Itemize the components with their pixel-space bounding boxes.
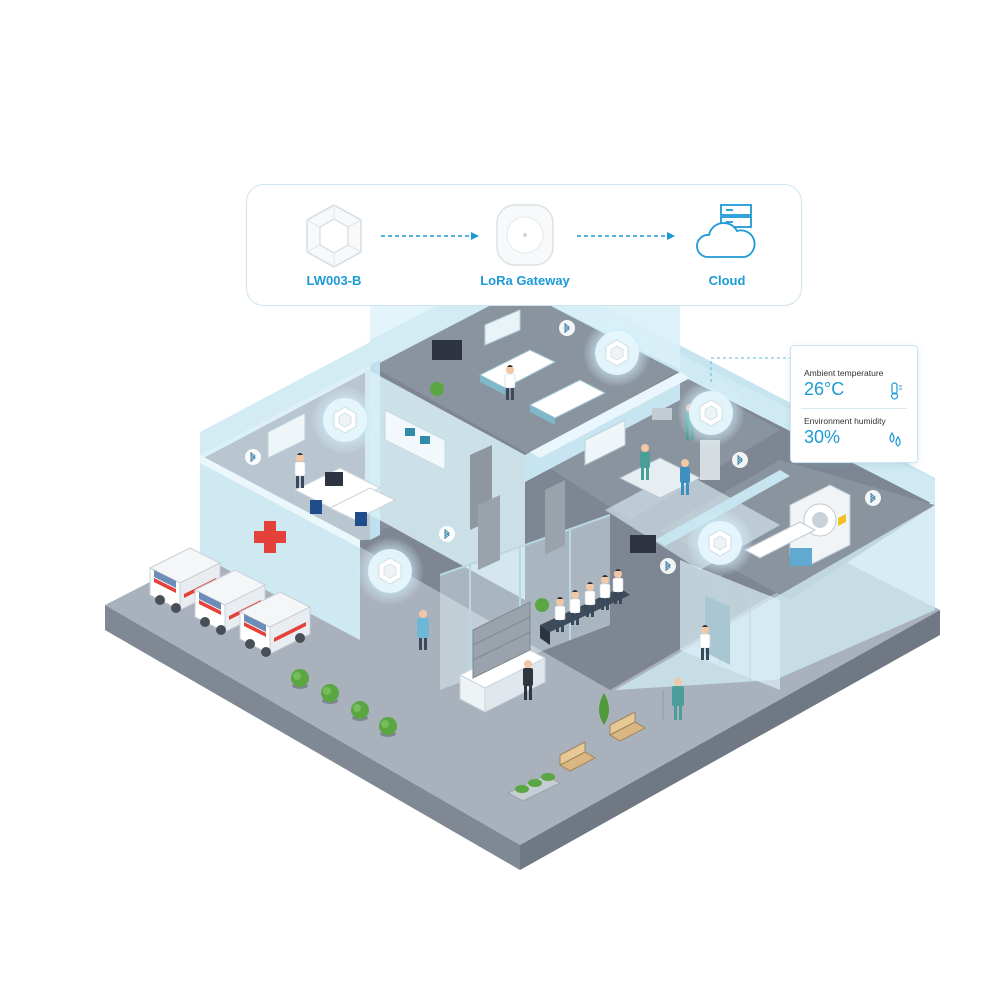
beacon-icon — [310, 385, 380, 455]
gateway-device-icon — [496, 204, 554, 266]
humidity-drops-icon — [889, 431, 901, 447]
bluetooth-icon — [558, 319, 576, 337]
humidity-value: 30% — [804, 427, 841, 447]
humidity-label: Environment humidity — [804, 416, 886, 426]
hexagon-beacon-icon — [306, 204, 362, 268]
bluetooth-icon — [244, 448, 262, 466]
flow-label-cloud: Cloud — [708, 273, 746, 288]
dashed-arrow-icon — [381, 232, 479, 240]
flow-label-beacon: LW003-B — [306, 273, 362, 288]
bluetooth-icon — [864, 489, 882, 507]
beacon-icon — [685, 508, 755, 578]
reception-desk — [458, 601, 547, 713]
beacon-icon — [582, 318, 652, 388]
beacon-icon — [355, 536, 425, 606]
operating-room — [584, 408, 720, 499]
thermometer-icon — [890, 382, 902, 400]
bluetooth-icon — [731, 451, 749, 469]
temperature-value: 26°C — [804, 379, 845, 399]
beacon-icon — [676, 378, 746, 448]
cloud-server-icon — [696, 204, 756, 258]
red-cross-sign — [254, 521, 286, 553]
dashed-arrow-icon — [577, 232, 675, 240]
benches — [506, 693, 647, 802]
info-divider — [801, 408, 907, 409]
mri-scanner — [743, 484, 851, 566]
data-flow-panel: LW003-B LoRa Gateway Cloud — [246, 184, 802, 306]
office-desks — [267, 409, 446, 526]
temperature-label: Ambient temperature — [804, 368, 884, 378]
sensor-info-card: Ambient temperature 26°C Environment hum… — [790, 345, 918, 463]
bluetooth-icon — [438, 525, 456, 543]
ward-beds — [432, 309, 607, 425]
bluetooth-icon — [659, 557, 677, 575]
flow-label-gateway: LoRa Gateway — [480, 273, 570, 288]
